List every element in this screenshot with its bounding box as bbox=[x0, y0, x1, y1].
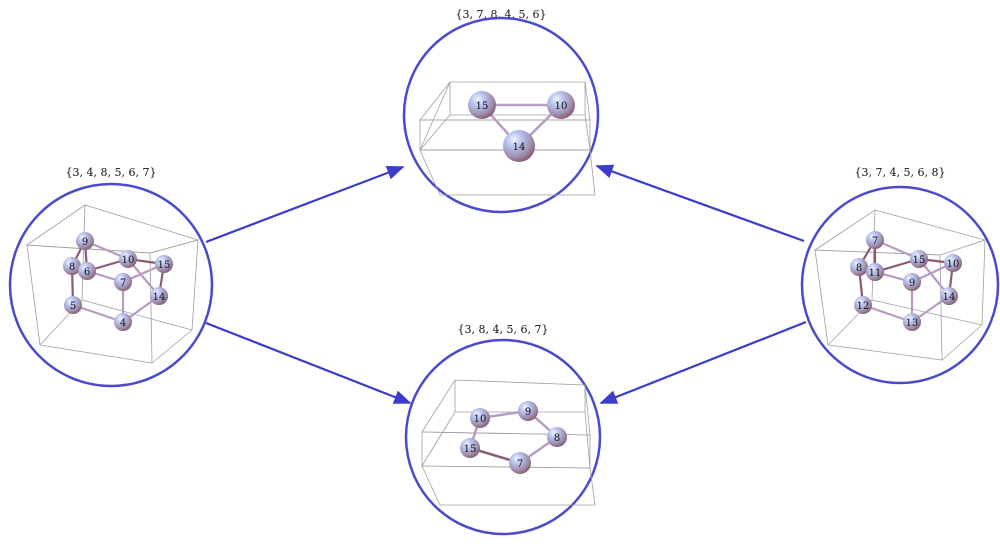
node-label-left: {3, 4, 8, 5, 6, 7} bbox=[66, 166, 157, 179]
bounding-box bbox=[813, 209, 987, 361]
vertex-8: 8 bbox=[547, 427, 567, 447]
arrow-left-to-bottom bbox=[205, 321, 412, 405]
node-right: {3, 7, 4, 5, 6, 8} 7 bbox=[800, 166, 1000, 385]
vertex-10: 10 bbox=[944, 254, 962, 272]
vertex-label: 14 bbox=[513, 142, 526, 153]
node-top: {3, 7, 8, 4, 5, 6} 15 10 14 bbox=[402, 8, 600, 214]
vertex-label: 7 bbox=[120, 278, 126, 289]
vertex-10: 10 bbox=[470, 408, 490, 428]
vertex-label: 15 bbox=[158, 260, 171, 271]
arrow-left-to-top bbox=[205, 165, 405, 244]
vertex-label: 10 bbox=[947, 259, 960, 270]
vertex-label: 7 bbox=[517, 459, 523, 470]
arrows bbox=[205, 164, 807, 405]
vertex-label: 9 bbox=[909, 278, 915, 289]
vertex-label: 9 bbox=[82, 237, 88, 248]
node-label-right: {3, 7, 4, 5, 6, 8} bbox=[855, 166, 946, 179]
arrow-right-to-top bbox=[595, 164, 805, 243]
vertex-label: 6 bbox=[84, 267, 90, 278]
vertex-label: 13 bbox=[906, 318, 919, 329]
vertex-label: 5 bbox=[70, 301, 76, 312]
vertex-label: 10 bbox=[122, 255, 135, 266]
vertex-label: 9 bbox=[525, 407, 531, 418]
vertex-14: 14 bbox=[150, 287, 168, 305]
vertex-label: 10 bbox=[474, 414, 487, 425]
vertex-11: 11 bbox=[866, 263, 884, 281]
vertex-5: 5 bbox=[64, 296, 82, 314]
vertex-7: 7 bbox=[114, 273, 132, 291]
vertex-label: 15 bbox=[464, 444, 477, 455]
vertex-label: 14 bbox=[153, 292, 166, 303]
vertex-label: 8 bbox=[856, 263, 862, 274]
node-bottom: {3, 8, 4, 5, 6, 7} 10 9 8 15 7 bbox=[404, 323, 602, 536]
vertex-15: 15 bbox=[155, 255, 173, 273]
vertex-9: 9 bbox=[76, 232, 94, 250]
vertex-9: 9 bbox=[903, 273, 921, 291]
arrow-right-to-bottom bbox=[599, 320, 807, 405]
vertex-9: 9 bbox=[518, 401, 538, 421]
vertex-15: 15 bbox=[468, 91, 496, 119]
vertex-label: 12 bbox=[857, 301, 870, 312]
vertex-label: 7 bbox=[872, 236, 878, 247]
vertex-7: 7 bbox=[509, 452, 531, 474]
vertex-15: 15 bbox=[460, 438, 480, 458]
vertex-8: 8 bbox=[63, 257, 81, 275]
vertex-label: 8 bbox=[69, 262, 75, 273]
vertex-10: 10 bbox=[547, 91, 575, 119]
vertex-7: 7 bbox=[866, 231, 884, 249]
vertex-13: 13 bbox=[903, 313, 921, 331]
vertex-label: 14 bbox=[943, 292, 956, 303]
vertex-12: 12 bbox=[854, 296, 872, 314]
node-circle-right bbox=[800, 185, 1000, 385]
vertex-label: 10 bbox=[555, 101, 568, 112]
vertex-10: 10 bbox=[119, 250, 137, 268]
node-left: {3, 4, 8, 5, 6, 7} bbox=[8, 166, 214, 388]
node-circle-bottom bbox=[404, 338, 602, 536]
vertex-label: 11 bbox=[869, 268, 882, 279]
vertex-label: 8 bbox=[554, 433, 560, 444]
vertex-label: 4 bbox=[120, 318, 126, 329]
vertex-8: 8 bbox=[850, 258, 868, 276]
vertex-15: 15 bbox=[910, 250, 928, 268]
vertex-14: 14 bbox=[940, 287, 958, 305]
vertex-14: 14 bbox=[503, 130, 535, 162]
node-label-bottom: {3, 8, 4, 5, 6, 7} bbox=[458, 323, 549, 336]
vertex-4: 4 bbox=[114, 313, 132, 331]
vertex-label: 15 bbox=[913, 255, 926, 266]
node-label-top: {3, 7, 8, 4, 5, 6} bbox=[456, 8, 547, 21]
node-circle-left bbox=[8, 182, 214, 388]
vertex-6: 6 bbox=[78, 262, 96, 280]
vertex-label: 15 bbox=[476, 101, 489, 112]
